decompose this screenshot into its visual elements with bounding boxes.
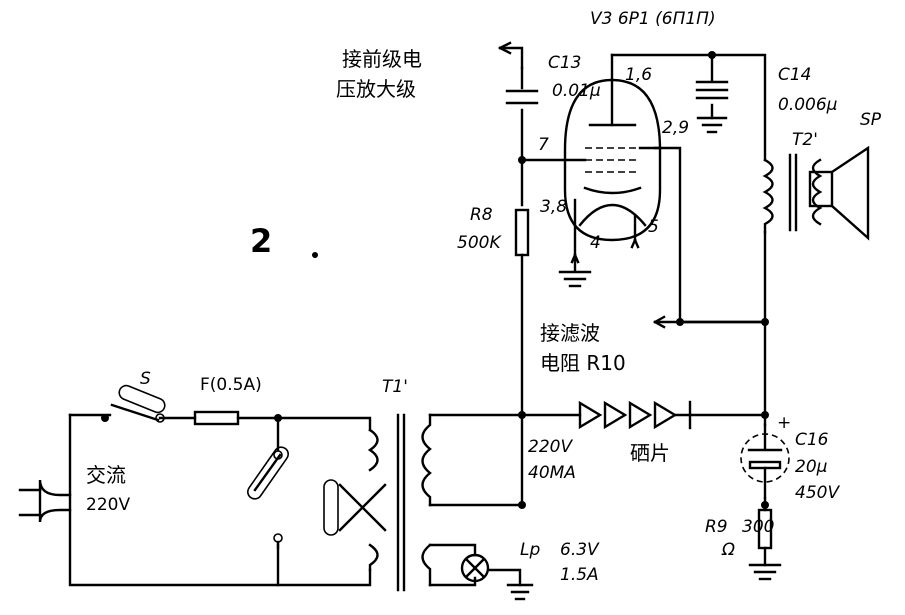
c13-value: 0.01μ: [552, 81, 601, 101]
transformer-t1: [323, 413, 432, 592]
note-to-filter-line2: 电阻 R10: [540, 351, 626, 375]
capacitor-c16: [740, 423, 790, 500]
figure-number: 2: [250, 222, 272, 260]
selenium-rectifier: [578, 400, 692, 430]
vacuum-tube-v3: [563, 78, 662, 272]
junction-dots: [101, 51, 769, 509]
c16-plus: +: [777, 413, 791, 433]
fuse-label: F(0.5A): [200, 375, 262, 395]
c16-name: C16: [795, 430, 829, 450]
resistor-r9: [757, 508, 773, 550]
c13-name: C13: [548, 53, 582, 73]
resistor-r8: [514, 208, 530, 257]
t2-label: T2': [792, 130, 818, 150]
lamp-name: Lp: [520, 540, 540, 560]
voltage-selector-link: [247, 446, 289, 550]
ac-label-line1: 交流: [86, 463, 126, 487]
t1-label: T1': [382, 377, 408, 397]
pin-3-8-label: 3,8: [540, 197, 567, 217]
speaker-icon: [808, 145, 870, 241]
c16-voltage: 450V: [795, 483, 840, 503]
pin-7-label: 7: [538, 135, 549, 155]
secondary-current: 40MA: [528, 463, 576, 483]
ground-icon: [748, 563, 782, 581]
fuse-f: [193, 410, 240, 426]
note-to-preamp-line2: 压放大级: [336, 77, 416, 101]
capacitor-c13: [505, 89, 539, 105]
lamp-icon: [460, 553, 490, 583]
c14-name: C14: [778, 65, 812, 85]
pin-5-label: 5: [648, 217, 659, 237]
rectifier-label: 硒片: [630, 441, 670, 465]
secondary-voltage: 220V: [528, 437, 573, 457]
c16-value: 20μ: [795, 457, 828, 477]
r9-value: 300: [742, 517, 774, 537]
pin-4-label: 4: [590, 233, 601, 253]
ground-icon: [696, 116, 728, 134]
capacitor-c14: [695, 80, 729, 100]
lamp-current: 1.5A: [560, 565, 599, 585]
pin-1-6-label: 1,6: [625, 65, 652, 85]
arrow-to-filter: [653, 315, 666, 329]
circuit-wiring: [68, 46, 767, 587]
arrow-to-preamp: [498, 41, 512, 55]
transformer-t2: [762, 153, 823, 234]
r9-unit: Ω: [721, 540, 735, 560]
ground-icon: [506, 583, 534, 601]
plug-icon: [18, 479, 72, 523]
r9-name: R9: [705, 517, 728, 537]
r8-value: 500K: [457, 233, 502, 253]
switch-s: [110, 384, 166, 423]
c14-value: 0.006μ: [778, 95, 838, 115]
r8-name: R8: [470, 205, 493, 225]
note-to-preamp-line1: 接前级电: [342, 47, 422, 71]
ground-icon: [558, 270, 592, 288]
pin-2-9-label: 2,9: [662, 118, 689, 138]
lamp-voltage: 6.3V: [560, 540, 600, 560]
ac-label-line2: 220V: [86, 495, 130, 515]
note-to-filter-line1: 接滤波: [540, 321, 600, 345]
switch-label: S: [140, 369, 151, 389]
speaker-label: SP: [860, 110, 882, 130]
tube-label: V3 6P1 (6П1П): [590, 9, 716, 29]
